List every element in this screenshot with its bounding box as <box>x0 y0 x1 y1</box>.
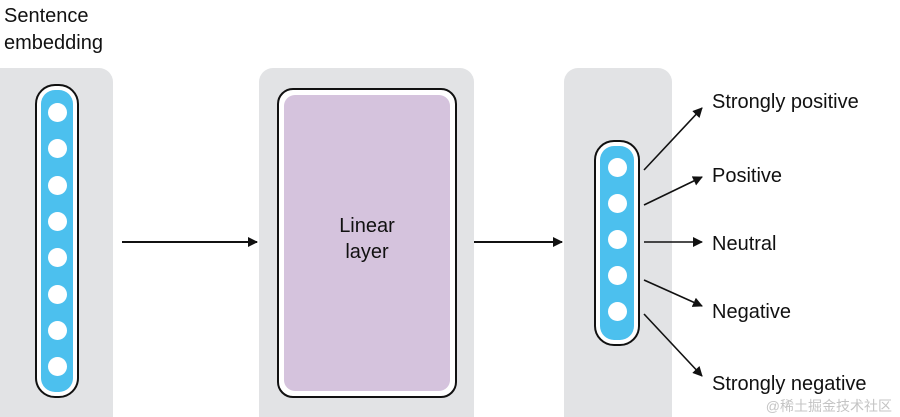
embedding-dot <box>47 248 67 268</box>
output-logits-vector <box>594 140 640 346</box>
sentence-embedding-vector <box>35 84 79 398</box>
label-strongly-negative: Strongly negative <box>712 373 867 395</box>
arrow-to-negative <box>643 279 703 307</box>
sentence-embedding-vector-fill <box>41 90 73 392</box>
linear-layer-box: Linear layer <box>277 88 457 398</box>
embedding-dot <box>47 357 67 377</box>
output-dot <box>607 302 627 321</box>
linear-layer-fill: Linear layer <box>284 95 450 391</box>
linear-layer-label: Linear layer <box>339 215 395 263</box>
embedding-dot <box>47 320 67 340</box>
embedding-dot <box>47 175 67 195</box>
output-dot <box>607 230 627 249</box>
embedding-dot <box>47 103 67 122</box>
label-neutral: Neutral <box>712 233 777 255</box>
arrow-to-positive <box>643 176 703 206</box>
embedding-dot <box>47 211 67 231</box>
watermark: @稀土掘金技术社区 <box>765 398 892 414</box>
arrow-to-strongly-positive <box>643 107 703 171</box>
output-dot <box>607 158 627 177</box>
arrow-to-strongly-negative <box>643 313 703 377</box>
label-positive: Positive <box>712 165 783 187</box>
output-dot <box>607 266 627 285</box>
embedding-dot <box>47 139 67 159</box>
output-dot <box>607 194 627 213</box>
input-title: Sentence embedding <box>4 5 103 54</box>
label-strongly-positive: Strongly positive <box>712 91 859 113</box>
embedding-dot <box>47 284 67 304</box>
label-negative: Negative <box>712 301 791 323</box>
output-logits-vector-fill <box>600 146 634 340</box>
